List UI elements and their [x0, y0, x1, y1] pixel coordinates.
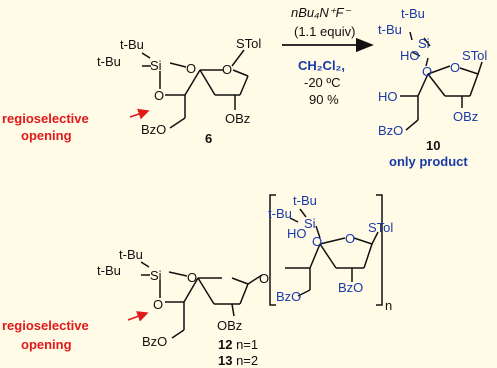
c6-stol: STol	[236, 36, 261, 51]
label-13-n: n=2	[232, 353, 258, 368]
label-12: 12 n=1	[218, 337, 258, 352]
annotation-top-line2: opening	[21, 128, 72, 143]
c12-stol: STol	[368, 220, 393, 235]
c12-bzo-ring: BzO	[338, 280, 363, 295]
c12-tbu-4: t-Bu	[97, 263, 121, 278]
c12-ho-si: HO	[287, 226, 307, 241]
label-13: 13 n=2	[218, 353, 258, 368]
regioselective-arrow-bottom	[127, 311, 149, 322]
c6-bzo: BzO	[141, 122, 166, 137]
compound-6	[141, 49, 249, 129]
c6-o-lower: O	[154, 88, 164, 103]
c12-tbu-2: t-Bu	[268, 206, 292, 221]
c6-number: 6	[205, 131, 212, 146]
c12-tbu-1: t-Bu	[293, 193, 317, 208]
c10-o-link: O	[422, 64, 432, 79]
c10-ho: HO	[378, 89, 398, 104]
reagent-tbaf: nBu₄N⁺F⁻	[291, 5, 352, 20]
c10-number: 10	[426, 138, 440, 153]
c12-o-link: O	[312, 234, 322, 249]
c6-tbu-1: t-Bu	[120, 37, 144, 52]
c6-si: Si	[150, 58, 162, 73]
reagent-equiv: (1.1 equiv)	[294, 24, 355, 39]
c10-stol: STol	[462, 48, 487, 63]
c12-obz: OBz	[217, 318, 242, 333]
c10-obz: OBz	[453, 109, 478, 124]
c10-only-product: only product	[389, 154, 468, 169]
c12-bzo: BzO	[276, 289, 301, 304]
c12-bzo-2: BzO	[142, 334, 167, 349]
c6-obz: OBz	[225, 111, 250, 126]
compound-10	[400, 31, 483, 131]
c12-o-lower: O	[153, 297, 163, 312]
c12-o-glyc: O	[259, 271, 269, 286]
c12-tbu-3: t-Bu	[119, 247, 143, 262]
c10-tbu-2: t-Bu	[378, 22, 402, 37]
annotation-top-line1: regioselective	[2, 111, 89, 126]
c12-n: n	[385, 298, 392, 313]
c6-tbu-2: t-Bu	[97, 54, 121, 69]
label-12-number: 12	[218, 337, 232, 352]
c6-o-silyl: O	[186, 61, 196, 76]
c10-o-ring: O	[450, 60, 460, 75]
temperature: -20 ºC	[304, 75, 341, 90]
c10-si: Si	[418, 36, 430, 51]
yield: 90 %	[309, 92, 339, 107]
c10-bzo: BzO	[378, 123, 403, 138]
c6-o-ring: O	[222, 62, 232, 77]
c12-si-2: Si	[150, 268, 162, 283]
compound-12-13	[140, 194, 383, 339]
c12-o-ring-2: O	[187, 270, 197, 285]
c10-tbu-1: t-Bu	[401, 6, 425, 21]
annotation-bottom-line2: opening	[21, 337, 72, 352]
annotation-bottom-line1: regioselective	[2, 318, 89, 333]
c10-ho-si: HO	[400, 48, 420, 63]
c12-o-ring: O	[345, 231, 355, 246]
regioselective-arrow-top	[129, 108, 150, 120]
solvent: CH₂Cl₂,	[298, 58, 345, 73]
c12-si: Si	[304, 216, 316, 231]
label-13-number: 13	[218, 353, 232, 368]
label-12-n: n=1	[232, 337, 258, 352]
